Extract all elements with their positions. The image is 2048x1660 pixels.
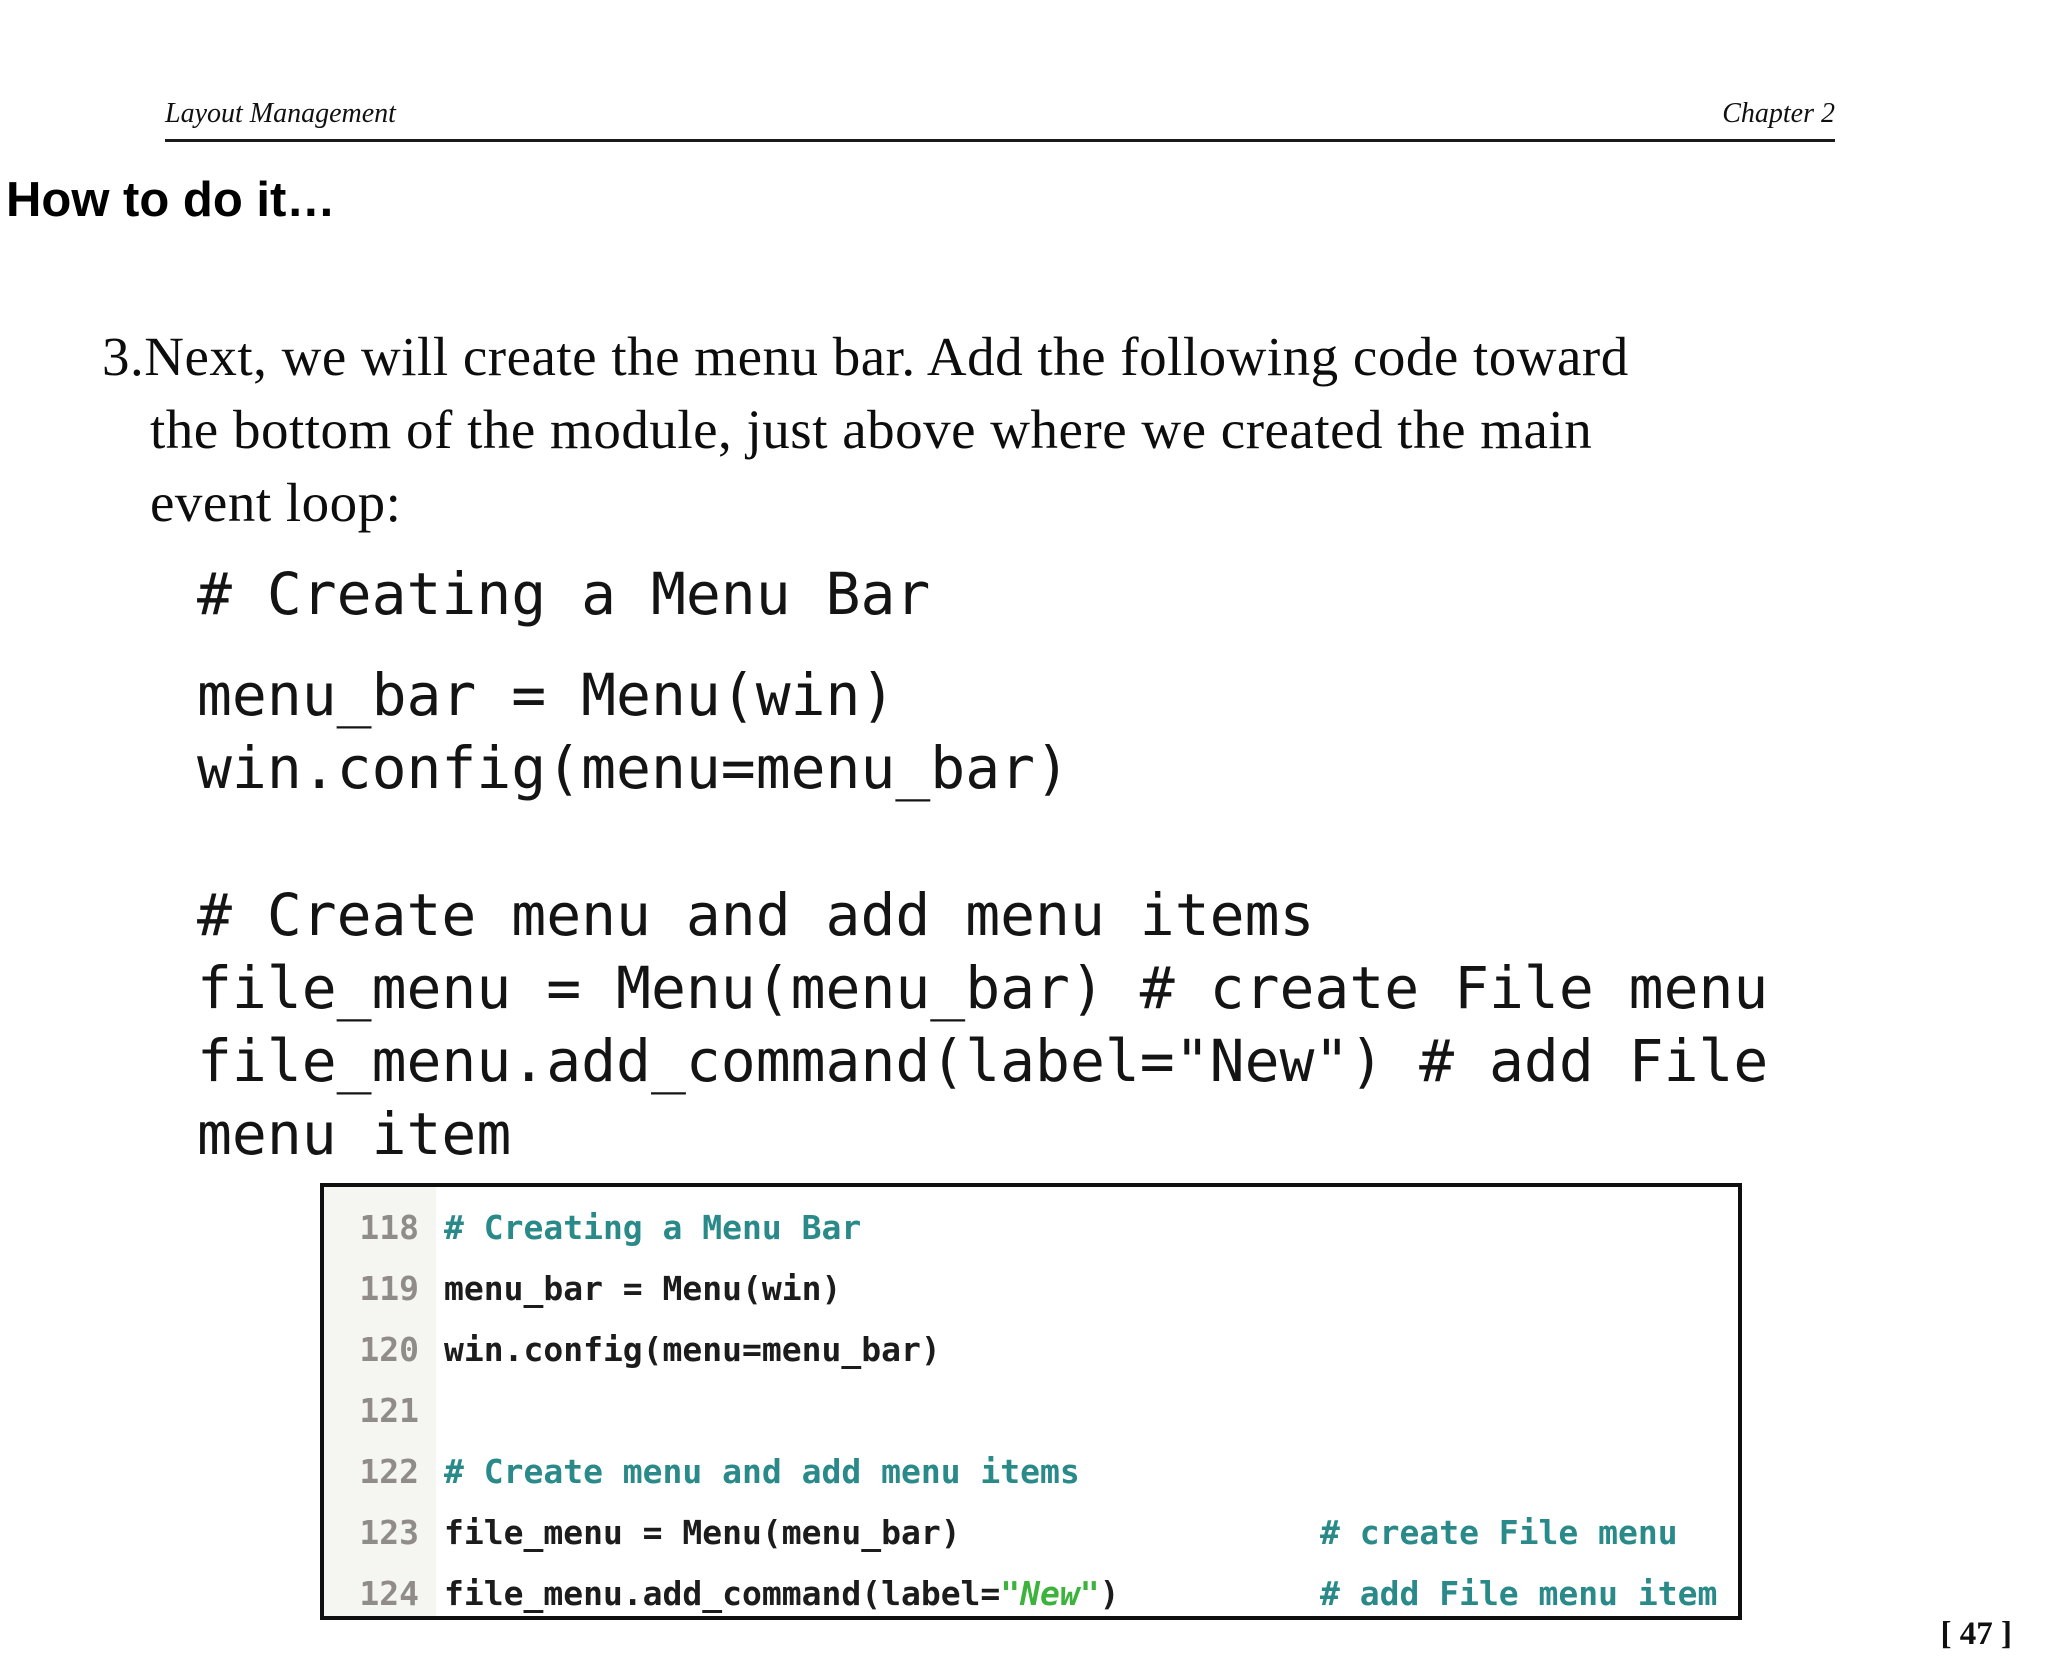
section-heading: How to do it… xyxy=(6,173,336,227)
inline-comment: # create File menu xyxy=(1320,1513,1678,1552)
code-line: # Create menu and add menu items xyxy=(197,881,1315,949)
code-block-2: menu_bar = Menu(win)win.config(menu=menu… xyxy=(197,659,1768,805)
line-number: 118 xyxy=(359,1208,419,1247)
editor-line-124: 124 file_menu.add_command(label="New") # a… xyxy=(324,1563,1738,1624)
step-line-3: event loop: xyxy=(150,472,402,533)
line-code: file_menu = Menu(menu_bar) xyxy=(444,1502,961,1563)
editor-screenshot: 118 # Creating a Menu Bar 119 menu_bar = Me… xyxy=(320,1183,1742,1620)
header-chapter-label: Chapter 2 xyxy=(1722,98,1835,129)
line-code: win.config(menu=menu_bar) xyxy=(444,1319,941,1380)
header-section-title: Layout Management xyxy=(165,98,396,129)
editor-line-118: 118 # Creating a Menu Bar xyxy=(324,1197,1738,1258)
inline-comment: # add File menu item xyxy=(1320,1574,1718,1613)
token-code: win.config(menu=menu_bar) xyxy=(444,1330,941,1369)
token-code: file_menu.add_command(label= xyxy=(444,1574,1001,1613)
token-comment: # Create menu and add menu items xyxy=(444,1452,1080,1491)
code-block-1: # Creating a Menu Bar xyxy=(197,558,1768,631)
line-code: # Create menu and add menu items xyxy=(444,1441,1080,1502)
code-line: menu_bar = Menu(win) xyxy=(197,661,896,729)
code-line: win.config(menu=menu_bar) xyxy=(197,734,1070,802)
editor-lines: 118 # Creating a Menu Bar 119 menu_bar = Me… xyxy=(324,1197,1738,1624)
token-code: menu_bar = Menu(win) xyxy=(444,1269,842,1308)
code-line: file_menu = Menu(menu_bar) # create File… xyxy=(197,954,1769,1022)
editor-line-123: 123 file_menu = Menu(menu_bar) # create Fi… xyxy=(324,1502,1738,1563)
token-comment: # Creating a Menu Bar xyxy=(444,1208,862,1247)
line-number: 124 xyxy=(359,1574,419,1613)
line-number: 122 xyxy=(359,1452,419,1491)
token-code: file_menu = Menu(menu_bar) xyxy=(444,1513,961,1552)
code-line: # Creating a Menu Bar xyxy=(197,560,931,628)
step-line-2: the bottom of the module, just above whe… xyxy=(150,399,1593,460)
editor-gutter xyxy=(324,1187,436,1616)
step-paragraph: 3.Next, we will create the menu bar. Add… xyxy=(102,320,2002,539)
editor-line-119: 119 menu_bar = Menu(win) xyxy=(324,1258,1738,1319)
line-code: # Creating a Menu Bar xyxy=(444,1197,861,1258)
line-number: 123 xyxy=(359,1513,419,1552)
code-listing: # Creating a Menu Bar menu_bar = Menu(win… xyxy=(197,558,1768,1171)
editor-line-120: 120 win.config(menu=menu_bar) xyxy=(324,1319,1738,1380)
editor-line-122: 122 # Create menu and add menu items xyxy=(324,1441,1738,1502)
editor-line-121: 121 xyxy=(324,1380,1738,1441)
token-code: ) xyxy=(1099,1574,1120,1613)
step-line-1: 3.Next, we will create the menu bar. Add… xyxy=(102,326,1629,387)
code-line: file_menu.add_command(label="New") # add… xyxy=(197,1027,1769,1095)
page-number: [ 47 ] xyxy=(1940,1616,2012,1652)
line-number: 120 xyxy=(359,1330,419,1369)
code-line: menu item xyxy=(197,1100,512,1168)
page-header: Layout Management Chapter 2 xyxy=(165,98,1835,142)
line-code: menu_bar = Menu(win) xyxy=(444,1258,841,1319)
token-string: "New" xyxy=(1000,1574,1100,1613)
line-code: file_menu.add_command(label="New") xyxy=(444,1563,1120,1624)
line-number: 119 xyxy=(359,1269,419,1308)
line-number: 121 xyxy=(359,1391,419,1430)
